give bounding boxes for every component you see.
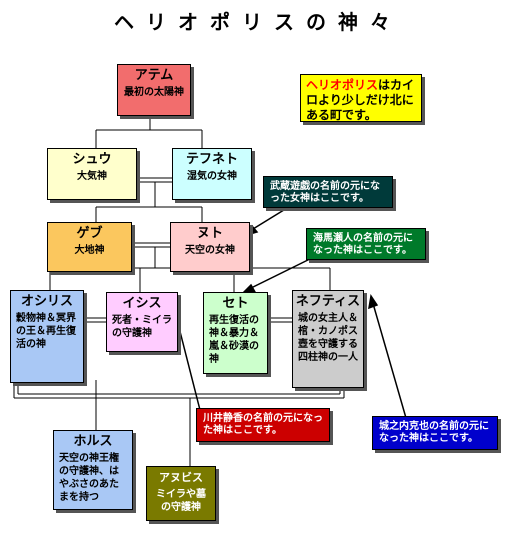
god-name: ネフティス	[295, 294, 361, 309]
god-anubis: アヌビス ミイラや墓の守護神	[146, 466, 216, 521]
god-name: ホルス	[73, 434, 113, 449]
heliopolis-info: ヘリオポリスはカイロより少しだけ北にある町です。	[300, 74, 422, 122]
god-geb: ゲブ 大地神	[47, 222, 132, 272]
god-name: ヌト	[196, 226, 223, 241]
god-name: アテム	[134, 68, 174, 83]
god-isis: イシス 死者・ミイラの守護神	[106, 292, 178, 352]
info-highlight: ヘリオポリス	[306, 78, 379, 92]
god-nut: ヌト 天空の女神	[170, 222, 250, 272]
god-name: イシス	[122, 296, 162, 311]
god-desc: 城の女主人＆棺・カノポス壺を守護する四柱神の一人	[298, 313, 358, 363]
god-desc: 湿気の女神	[187, 171, 237, 182]
god-name: テフネト	[185, 152, 238, 167]
god-desc: 大気神	[77, 171, 107, 182]
god-name: アヌビス	[159, 471, 203, 484]
god-name: ゲブ	[76, 226, 103, 241]
god-nephthys: ネフティス 城の女主人＆棺・カノポス壺を守護する四柱神の一人	[292, 290, 364, 388]
god-tefnut: テフネト 湿気の女神	[172, 148, 252, 200]
god-name: オシリス	[20, 294, 73, 309]
god-atem: アテム 最初の太陽神	[117, 64, 191, 116]
god-name: シュウ	[72, 152, 112, 167]
god-name: セト	[222, 296, 249, 311]
god-desc: 大地神	[74, 245, 105, 256]
note-isis: 川井静香の名前の元になった神はここです。	[196, 408, 330, 442]
god-desc: 天空の神王権の守護神、はやぶさのあたまを持つ	[59, 453, 119, 503]
note-nut: 武蔵遊戯の名前の元になった女神はここです。	[263, 176, 393, 208]
god-set: セト 再生復活の神＆暴力＆嵐＆砂漠の神	[203, 292, 268, 374]
god-desc: 天空の女神	[185, 245, 235, 256]
info-text: はカイロより少しだけ北にある町です。	[306, 78, 415, 122]
god-horus: ホルス 天空の神王権の守護神、はやぶさのあたまを持つ	[53, 430, 133, 510]
god-desc: 穀物神＆冥界の王＆再生復活の神	[16, 313, 76, 350]
note-set: 海馬瀬人の名前の元になった神はここです。	[306, 228, 426, 260]
god-osiris: オシリス 穀物神＆冥界の王＆再生復活の神	[10, 290, 84, 383]
god-desc: 再生復活の神＆暴力＆嵐＆砂漠の神	[209, 315, 259, 365]
god-shu: シュウ 大気神	[47, 148, 137, 200]
god-desc: ミイラや墓の守護神	[156, 489, 206, 513]
god-desc: 最初の太陽神	[124, 87, 184, 98]
page-title: ヘリオポリスの神々	[114, 10, 402, 34]
note-nephthys: 城之内克也の名前の元になった神はここです。	[372, 416, 498, 450]
god-desc: 死者・ミイラの守護神	[112, 315, 172, 339]
